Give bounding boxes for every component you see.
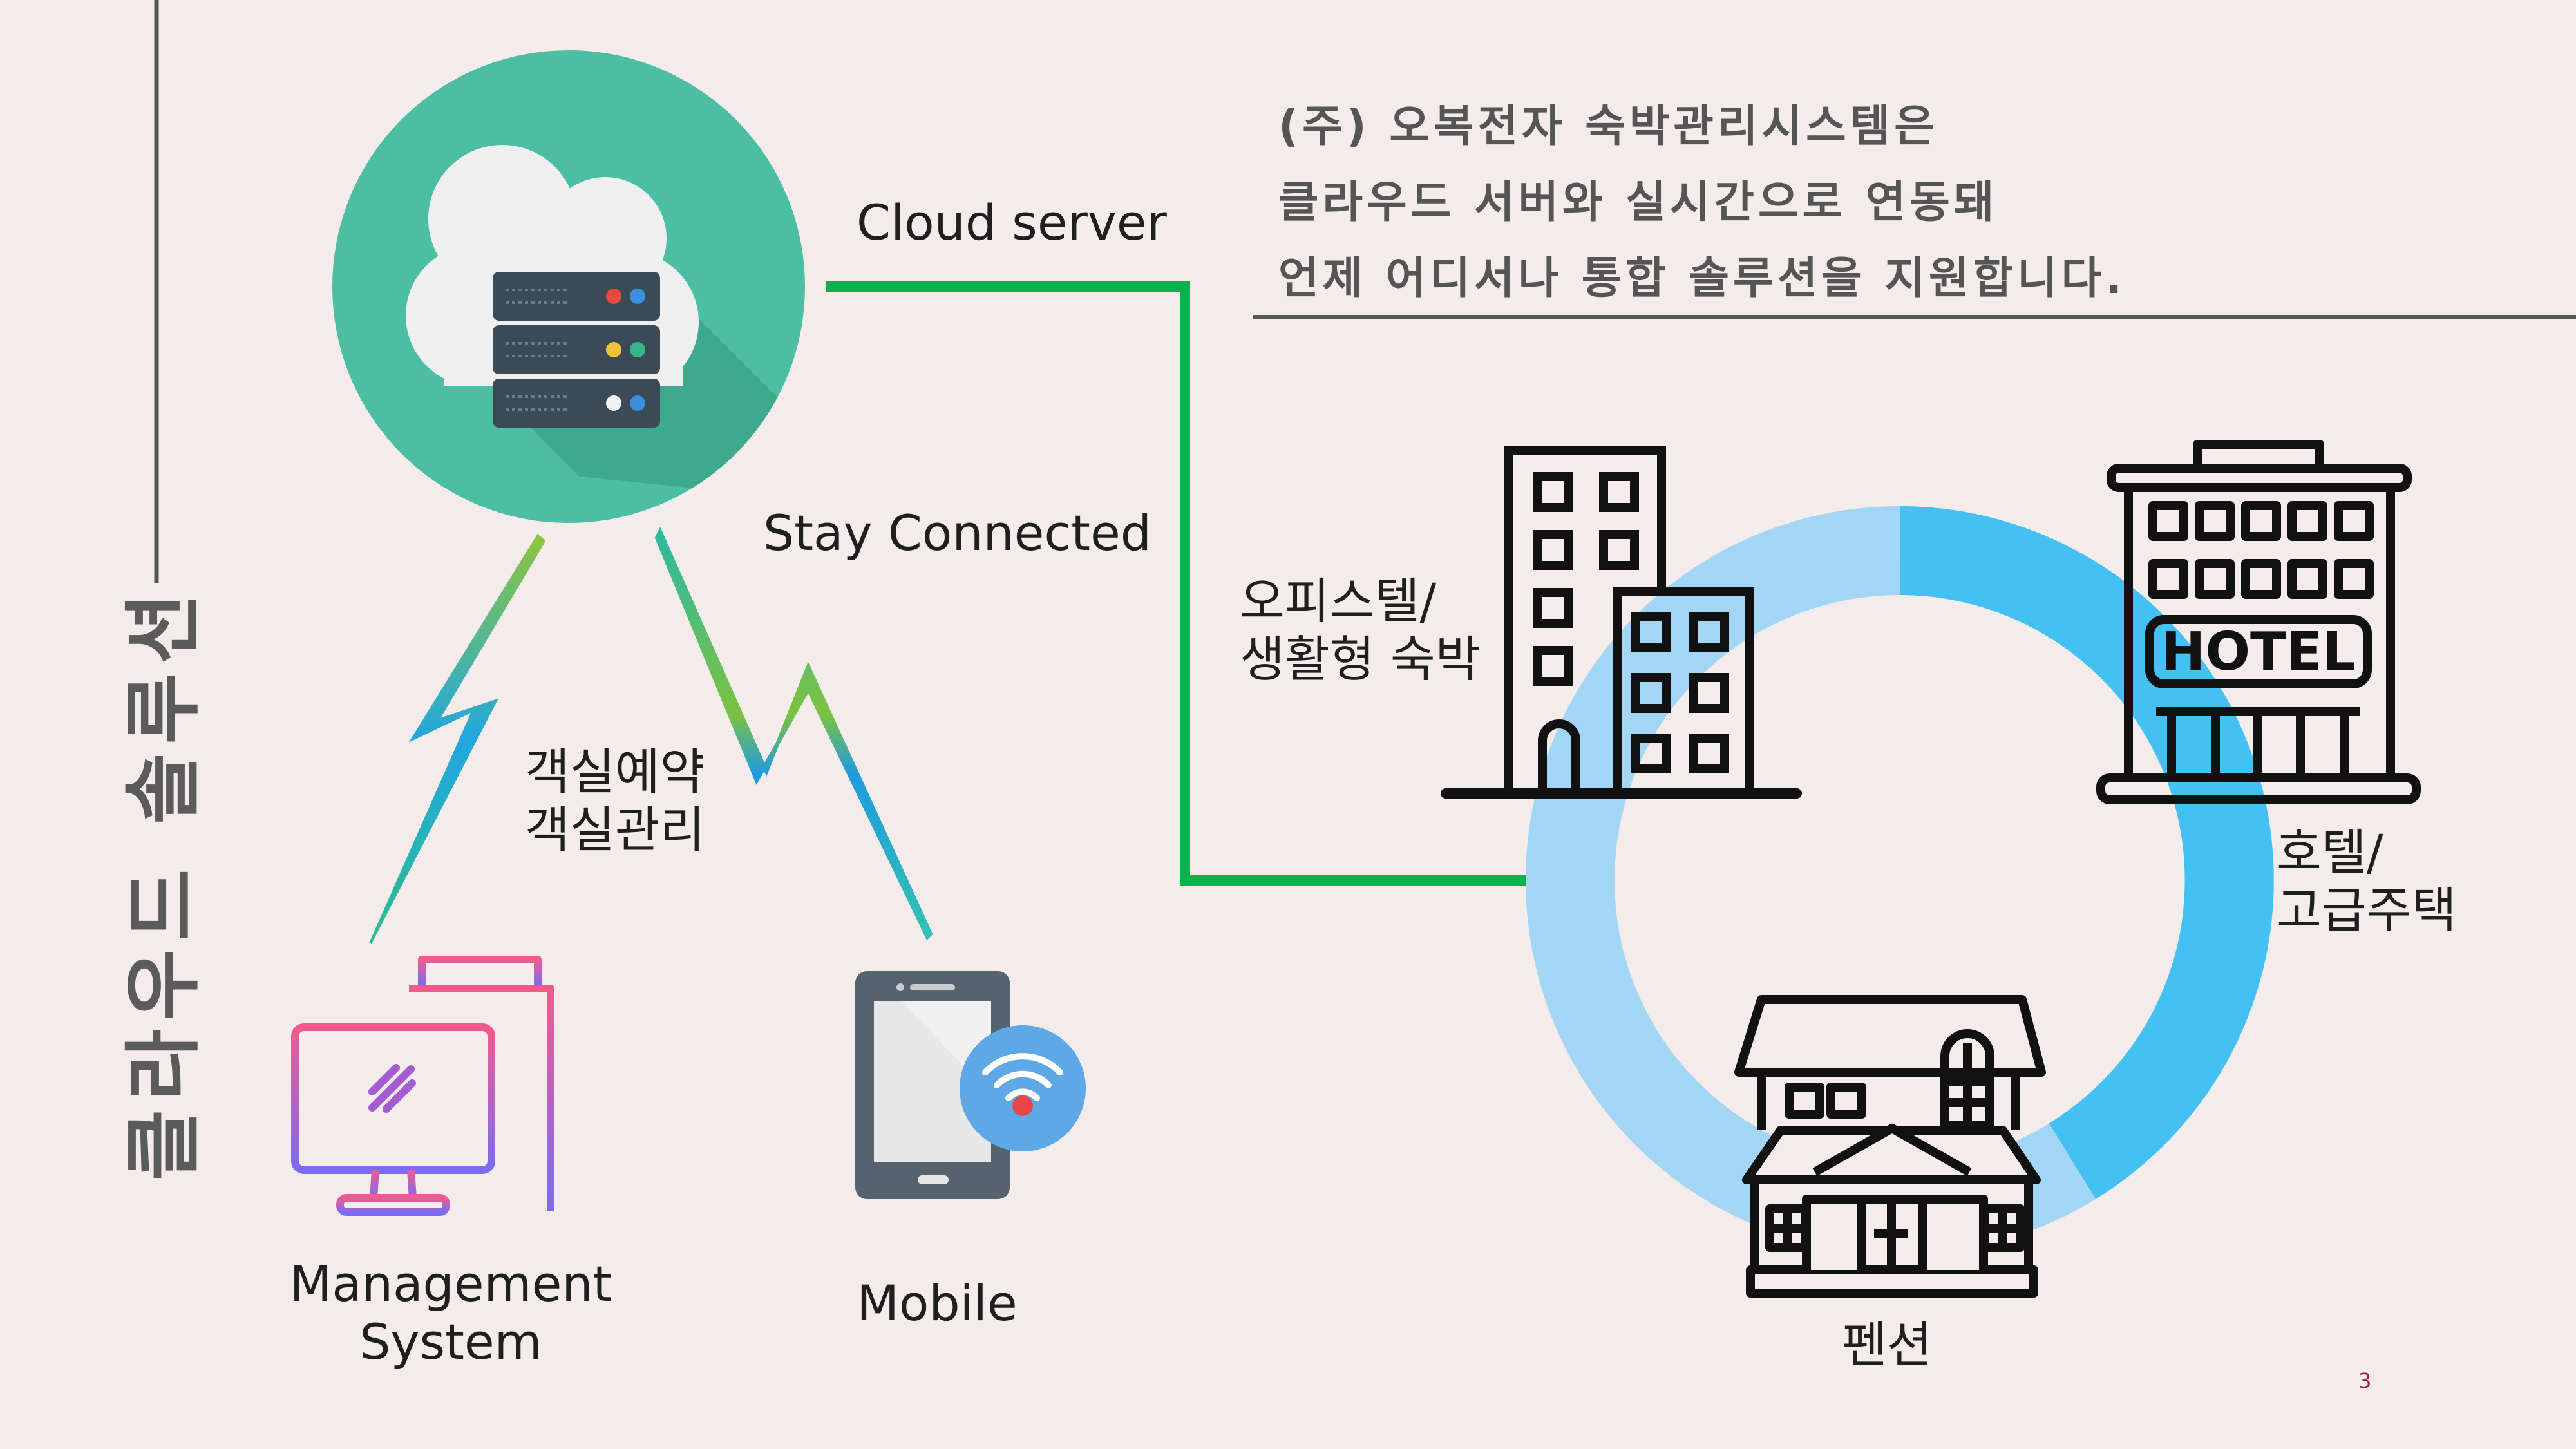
mobile-label: Mobile: [857, 1274, 1018, 1332]
desktop-computer-icon: [291, 956, 554, 1216]
house-icon: [1734, 995, 2046, 1298]
intro-line-2: 클라우드 서버와 실시간으로 연동돼: [1278, 177, 1998, 228]
management-label-line1: Management: [289, 1255, 612, 1312]
lightning-bolt-icon: [654, 526, 933, 941]
hotel-label-line2: 고급주택: [2277, 882, 2457, 939]
smartphone-wifi-icon: [855, 971, 1086, 1199]
cloud-server-icon: [332, 50, 805, 523]
vertical-title: 클라우드 솔루션: [119, 583, 209, 1181]
officetel-label-line2: 생활형 숙박: [1240, 630, 1481, 688]
hotel-sign-text: HOTEL: [2161, 621, 2356, 683]
booking-label-line2: 객실관리: [525, 801, 705, 858]
intro-line-3: 언제 어디서나 통합 솔루션을 지원합니다.: [1278, 253, 2126, 304]
hotel-icon: [2096, 440, 2421, 804]
page-number: 3: [2358, 1368, 2372, 1393]
management-label-line2: System: [359, 1313, 542, 1370]
hotel-label-line1: 호텔/: [2277, 824, 2383, 881]
pension-label: 펜션: [1842, 1316, 1932, 1374]
cloud-connector-line: [826, 281, 1546, 886]
stay-connected-label: Stay Connected: [763, 504, 1151, 562]
booking-label-line1: 객실예약: [525, 743, 705, 800]
intro-line-1: (주) 오복전자 숙박관리시스템은: [1278, 101, 1938, 152]
cloud-server-label: Cloud server: [857, 194, 1167, 251]
lightning-bolt-icon: [369, 534, 546, 944]
office-building-icon: [1441, 446, 1802, 799]
officetel-label-line1: 오피스텔/: [1240, 573, 1437, 630]
